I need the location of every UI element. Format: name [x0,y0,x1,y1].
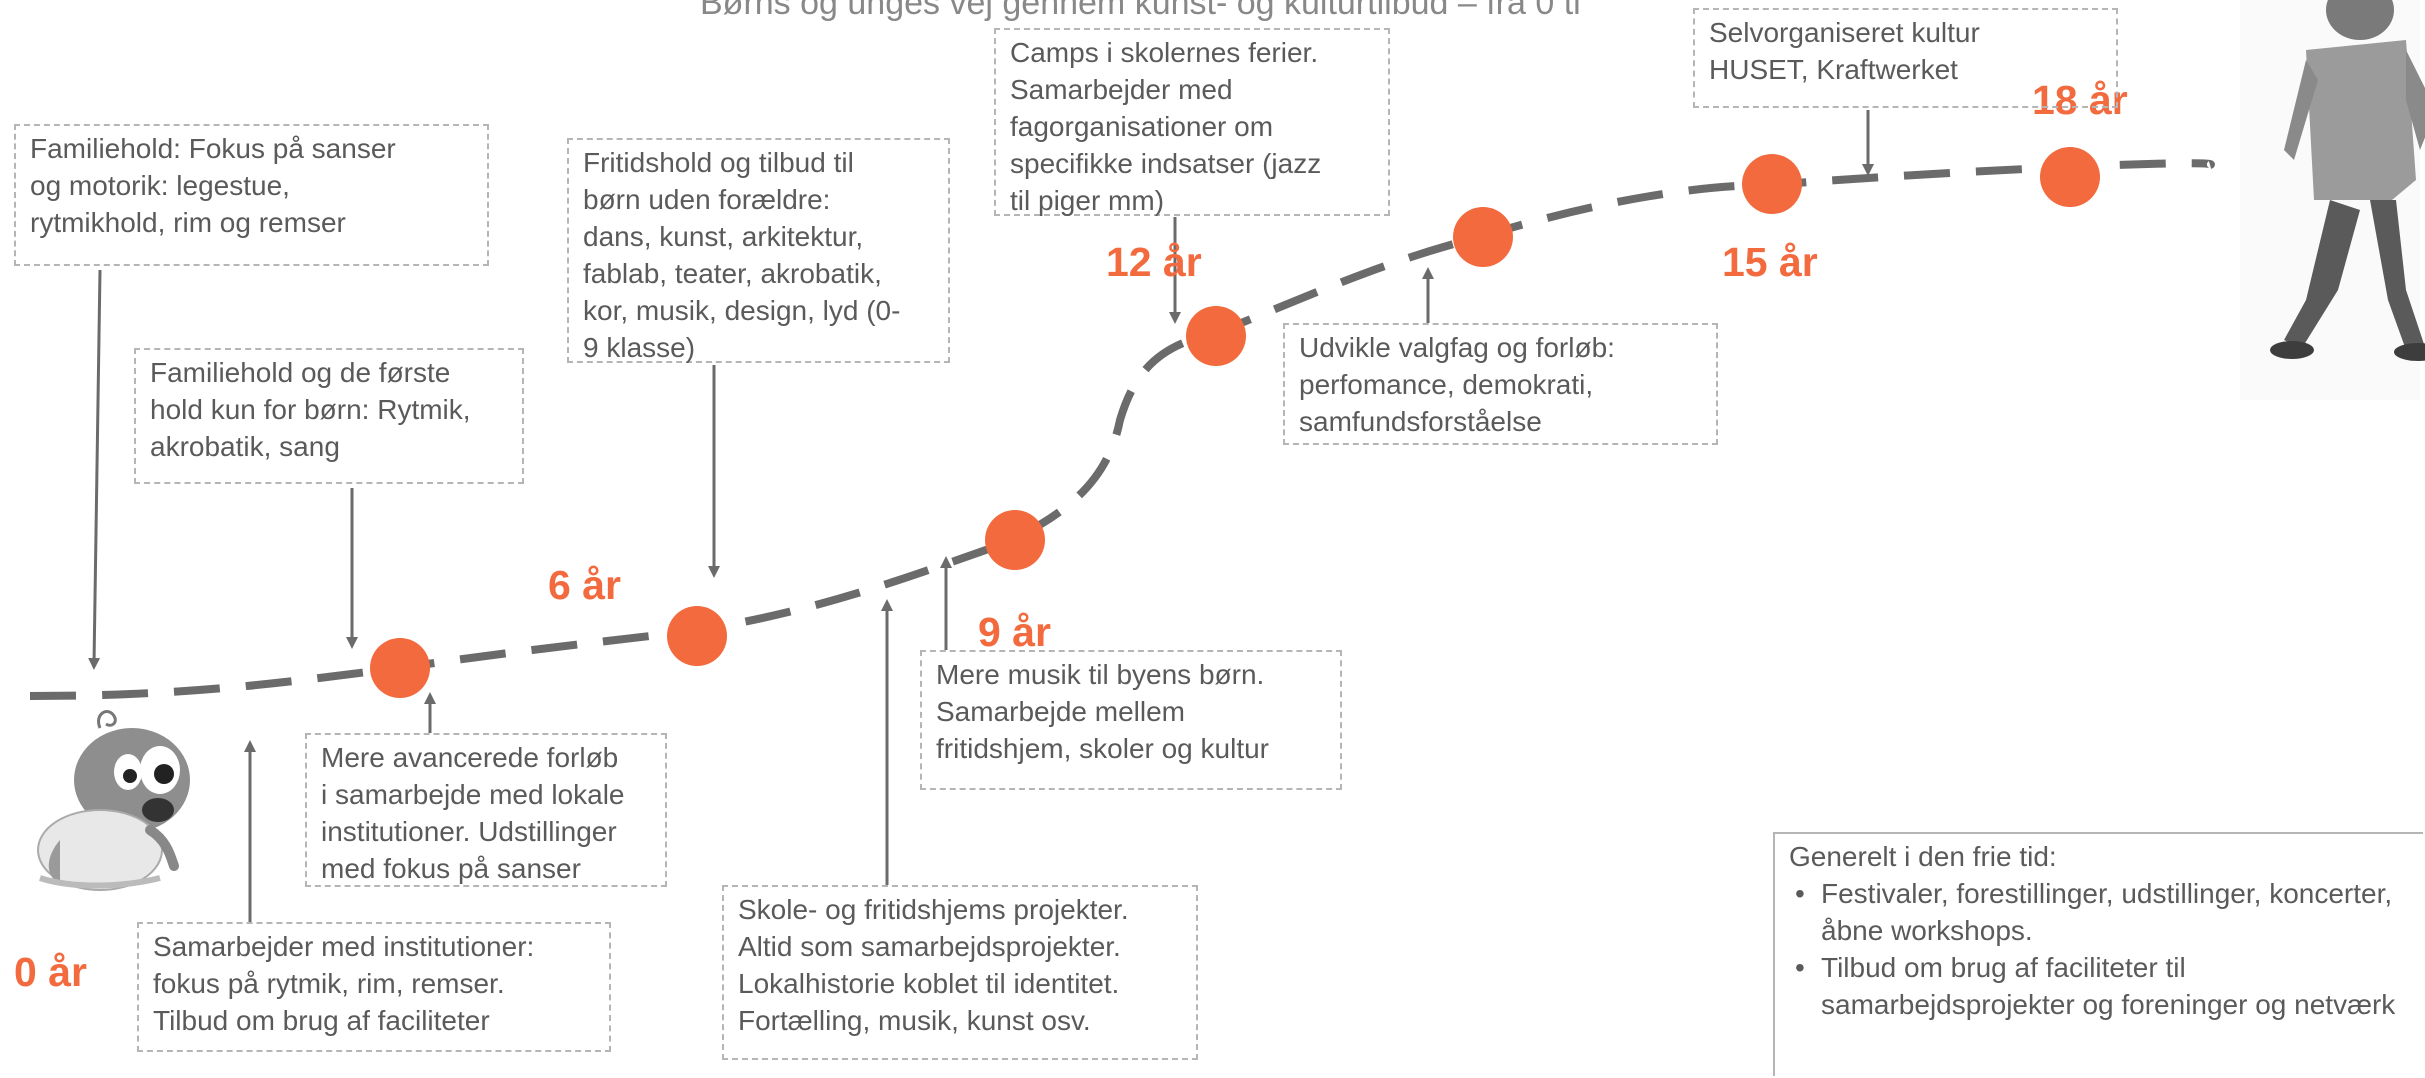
mere-musik-box: Mere musik til byens børn. Samarbejde me… [920,650,1342,790]
age-label-15: 15 år [1722,239,1818,285]
box-text: Samarbejder med institutioner: fokus på … [153,931,535,1036]
box-text: Mere musik til byens børn. Samarbejde me… [936,659,1270,764]
box-text: Fritidshold og tilbud til børn uden foræ… [583,147,901,363]
teen-icon [2240,0,2425,400]
skole-fritidshjem-box: Skole- og fritidshjems projekter. Altid … [722,885,1198,1060]
selvorganiseret-box: Selvorganiseret kultur HUSET, Kraftwerke… [1693,8,2118,108]
general-item: Festivaler, forestillinger, udstillinger… [1795,875,2413,949]
diagram-title: Børns og unges vej gennem kunst- og kult… [700,0,1580,22]
samarbejder-institutioner-box: Samarbejder med institutioner: fokus på … [137,922,611,1052]
milestone-dot-15 [1742,154,1802,214]
familiehold-foerste-box: Familiehold og de første hold kun for bø… [134,348,524,484]
milestone-dot-6 [667,606,727,666]
age-label-12: 12 år [1106,239,1202,285]
fritidshold-box: Fritidshold og tilbud til børn uden foræ… [567,138,950,363]
milestone-dot-13 [1453,207,1513,267]
box-text: Mere avancerede forløb i samarbejde med … [321,742,625,884]
milestone-dot-12 [1186,306,1246,366]
general-item: Tilbud om brug af faciliteter til samarb… [1795,949,2413,1023]
camps-box: Camps i skolernes ferier. Samarbejder me… [994,28,1390,216]
milestone-dot-9 [985,510,1045,570]
age-label-18: 18 år [2032,77,2128,123]
age-label-0: 0 år [14,949,87,995]
box-text: Udvikle valgfag og forløb: perfomance, d… [1299,332,1615,437]
general-list: Festivaler, forestillinger, udstillinger… [1789,875,2413,1023]
timeline-path [29,159,2215,700]
avancerede-forloeb-box: Mere avancerede forløb i samarbejde med … [305,733,667,887]
milestone-dot-18 [2040,147,2100,207]
box-text: Selvorganiseret kultur HUSET, Kraftwerke… [1709,17,1980,85]
box-text: Skole- og fritidshjems projekter. Altid … [738,894,1129,1036]
milestone-dot-0 [370,638,430,698]
general-title: Generelt i den frie tid: [1789,841,2057,872]
box-text: Familiehold og de første hold kun for bø… [150,357,471,462]
baby-icon [37,710,190,891]
age-label-6: 6 år [548,562,621,608]
box-text: Camps i skolernes ferier. Samarbejder me… [1010,37,1322,216]
age-label-9: 9 år [978,609,1051,655]
valgfag-box: Udvikle valgfag og forløb: perfomance, d… [1283,323,1718,445]
connector-arrow [88,269,102,670]
box-text: Familiehold: Fokus på sanser og motorik:… [30,133,396,238]
general-box: Generelt i den frie tid: Festivaler, for… [1773,832,2423,1076]
familiehold-sanser-box: Familiehold: Fokus på sanser og motorik:… [14,124,489,266]
